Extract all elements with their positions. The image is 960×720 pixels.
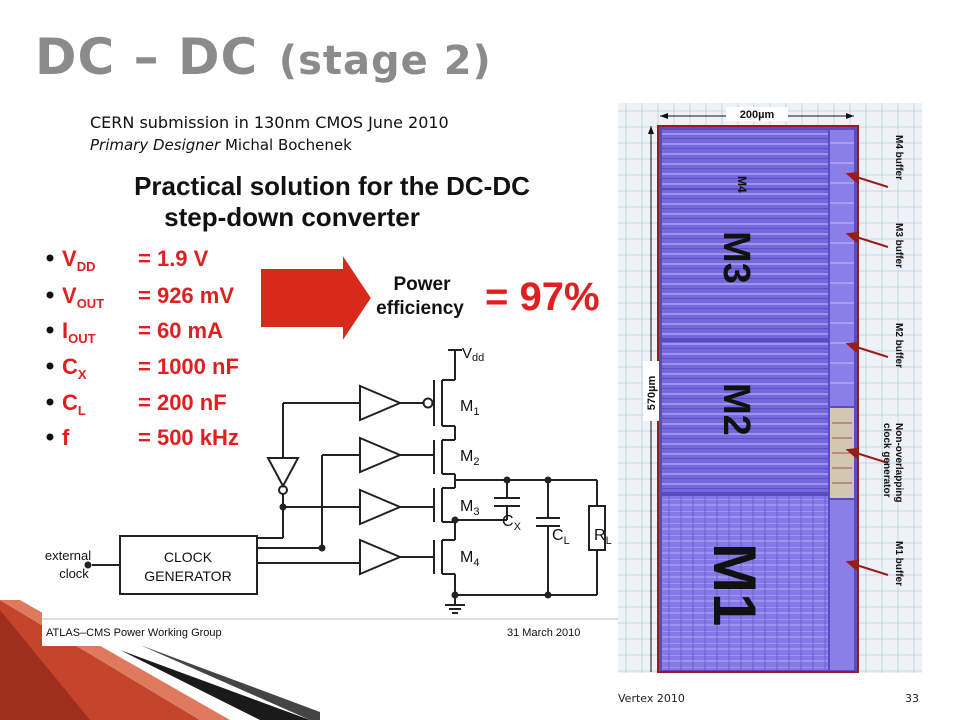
figure-heading-2: step-down converter xyxy=(164,202,420,232)
spec-item: CX = 1000 nF xyxy=(46,354,239,382)
spec-value: = 60 mA xyxy=(138,318,223,343)
power-label: Power xyxy=(393,274,451,295)
external-clock-label-1: external xyxy=(45,548,91,563)
svg-text:VDD: VDD xyxy=(62,246,95,274)
svg-text:VOUT: VOUT xyxy=(62,283,104,311)
spec-item: CL = 200 nF xyxy=(46,390,227,418)
clockgen-label-1: CLOCK xyxy=(164,549,213,565)
m4-label: M4 xyxy=(460,549,479,569)
svg-text:CX: CX xyxy=(62,354,87,382)
chip-layout-image: 200µm 570µm M4 M3 M2 M1 M4 buffer M3 buf… xyxy=(618,103,922,673)
ann-m3-buffer: M3 buffer xyxy=(893,223,904,268)
spec-value: = 926 mV xyxy=(138,283,234,308)
spec-item: IOUT = 60 mA xyxy=(46,318,223,346)
title-sub: (stage 2) xyxy=(278,38,492,84)
spec-list: VDD = 1.9 V VOUT = 926 mV IOUT = 60 mA C… xyxy=(46,246,239,450)
designer-name: Michal Bochenek xyxy=(224,136,352,154)
m3-label: M3 xyxy=(460,498,479,518)
converter-figure: Practical solution for the DC-DC step-do… xyxy=(42,168,620,646)
ann-m1-buffer: M1 buffer xyxy=(893,541,904,586)
vdd-label: Vdd xyxy=(462,345,484,364)
cx-label: CX xyxy=(502,513,522,533)
external-clock-label-2: clock xyxy=(59,566,89,581)
figure-heading-1: Practical solution for the DC-DC xyxy=(134,171,530,201)
spec-value: = 1.9 V xyxy=(138,246,209,271)
arrow-right-icon xyxy=(259,249,374,347)
designer-role: Primary Designer xyxy=(90,136,221,154)
spec-item: VDD = 1.9 V xyxy=(46,246,209,274)
rl-label: RL xyxy=(594,527,612,547)
circuit-schematic xyxy=(92,349,606,614)
submission-line: CERN submission in 130nm CMOS June 2010 xyxy=(90,113,449,132)
m2-label: M2 xyxy=(460,448,479,468)
block-m4-label: M4 xyxy=(735,176,749,193)
annotation-arrows xyxy=(845,171,889,576)
spec-value: = 200 nF xyxy=(138,390,227,415)
spec-value: = 1000 nF xyxy=(138,354,239,379)
ann-clock-gen-2: clock generator xyxy=(881,423,892,498)
block-m2-label: M2 xyxy=(715,383,757,436)
clockgen-label-2: GENERATOR xyxy=(144,568,231,584)
cl-label: CL xyxy=(552,527,570,547)
svg-text:IOUT: IOUT xyxy=(62,318,96,346)
ann-clock-gen-1: Non-overlapping xyxy=(893,423,904,502)
page-number: 33 xyxy=(905,692,919,705)
height-label: 570µm xyxy=(646,376,658,411)
block-m3-label: M3 xyxy=(715,231,757,284)
footer-conference: Vertex 2010 xyxy=(618,692,685,705)
spec-item: VOUT = 926 mV xyxy=(46,283,234,311)
svg-text:f: f xyxy=(62,425,70,450)
m1-label: M1 xyxy=(460,398,479,418)
designer-line: Primary Designer Michal Bochenek xyxy=(90,136,352,154)
spec-item: f = 500 kHz xyxy=(46,425,239,450)
junction-dots xyxy=(84,476,552,599)
ann-m4-buffer: M4 buffer xyxy=(893,135,904,180)
efficiency-label: efficiency xyxy=(376,298,464,319)
figure-footer-date: 31 March 2010 xyxy=(507,627,580,639)
page-title: DC – DC (stage 2) xyxy=(35,28,492,86)
title-main: DC – DC xyxy=(35,28,259,86)
figure-footer-group: ATLAS–CMS Power Working Group xyxy=(46,627,222,639)
width-label: 200µm xyxy=(740,109,775,121)
block-m1-label: M1 xyxy=(701,543,768,626)
efficiency-value: = 97% xyxy=(485,275,600,319)
spec-value: = 500 kHz xyxy=(138,425,239,450)
svg-text:CL: CL xyxy=(62,390,86,418)
ann-m2-buffer: M2 buffer xyxy=(893,323,904,368)
